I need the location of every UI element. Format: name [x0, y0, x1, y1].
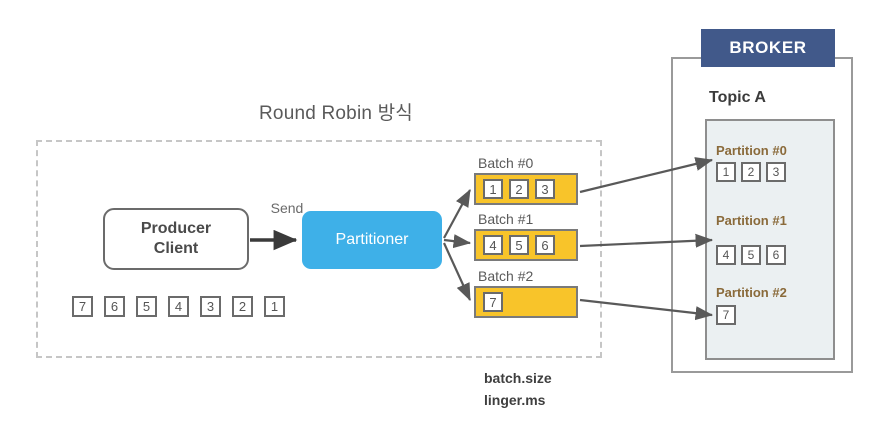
queue-message: 4: [168, 296, 189, 317]
producer-client-label-line2: Client: [153, 240, 199, 257]
batch-size-label: batch.size: [484, 370, 552, 386]
batch-message: 2: [509, 179, 529, 199]
partition-message: 5: [741, 245, 761, 265]
queue-message: 2: [232, 296, 253, 317]
queue-message: 7: [72, 296, 93, 317]
partition-message: 1: [716, 162, 736, 182]
partition-1-cells: 4 5 6: [716, 245, 786, 265]
partition-2-label: Partition #2: [716, 285, 787, 300]
batch-0-label: Batch #0: [478, 155, 534, 171]
partition-0-label: Partition #0: [716, 143, 787, 158]
batch-message: 1: [483, 179, 503, 199]
partition-2-cells: 7: [716, 305, 736, 325]
batch-0-box: 1 2 3: [474, 173, 578, 205]
partition-message: 3: [766, 162, 786, 182]
partition-message: 7: [716, 305, 736, 325]
broker-header: BROKER: [701, 29, 835, 67]
batch-2-box: 7: [474, 286, 578, 318]
diagram-title: Round Robin 방식: [259, 103, 413, 124]
batch-message: 5: [509, 235, 529, 255]
queue-message: 5: [136, 296, 157, 317]
topic-title: Topic A: [709, 89, 766, 106]
producer-region-boundary: [36, 140, 602, 358]
batch-1-box: 4 5 6: [474, 229, 578, 261]
batch-2-label: Batch #2: [478, 268, 534, 284]
producer-client-label-line1: Producer: [140, 219, 212, 237]
linger-ms-label: linger.ms: [484, 391, 546, 408]
queue-message: 1: [264, 296, 285, 317]
partitioner-box: Partitioner: [302, 211, 442, 269]
producer-client-box: Producer Client: [103, 208, 249, 270]
batch-1-label: Batch #1: [478, 211, 534, 227]
message-queue: 7 6 5 4 3 2 1: [72, 296, 285, 317]
queue-message: 6: [104, 296, 125, 317]
partition-1-label: Partition #1: [716, 213, 787, 228]
partition-message: 6: [766, 245, 786, 265]
batch-message: 7: [483, 292, 503, 312]
batch-message: 4: [483, 235, 503, 255]
partition-message: 4: [716, 245, 736, 265]
partition-message: 2: [741, 162, 761, 182]
send-label: Send: [270, 200, 304, 216]
batch-config-labels: batch.size linger.ms: [484, 368, 644, 411]
queue-message: 3: [200, 296, 221, 317]
batch-message: 6: [535, 235, 555, 255]
batch-message: 3: [535, 179, 555, 199]
partition-0-cells: 1 2 3: [716, 162, 786, 182]
